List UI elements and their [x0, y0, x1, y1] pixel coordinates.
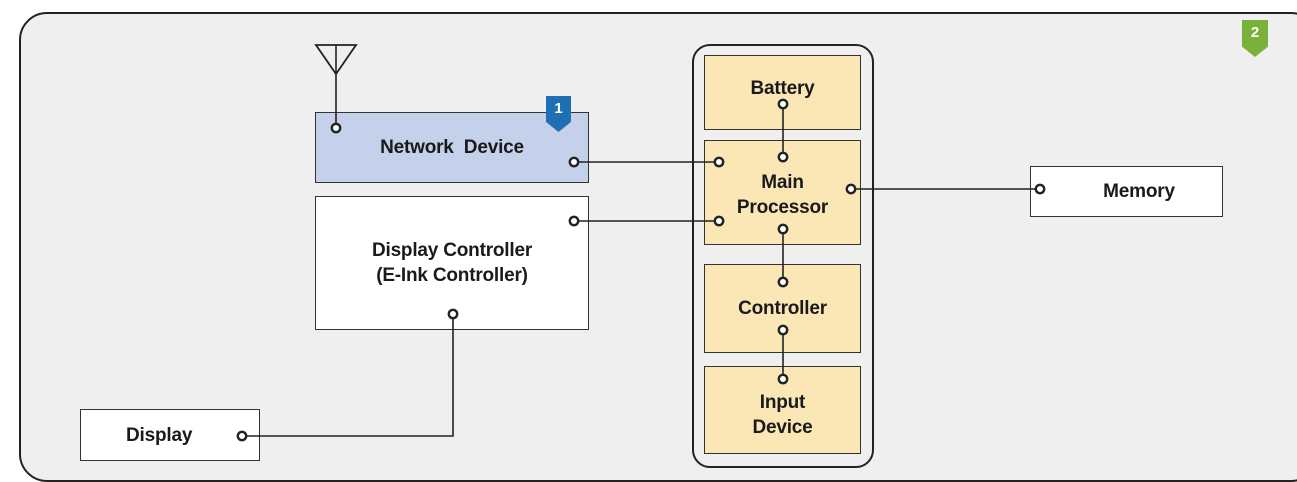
controller-label: Controller — [738, 298, 827, 319]
display-label: Display — [126, 424, 193, 446]
display-controller-box: Display Controller (E-Ink Controller) — [315, 196, 589, 330]
main-processor-label: Main Processor — [736, 172, 829, 218]
memory-label: Memory — [1103, 181, 1175, 202]
diagram-panel — [19, 12, 1297, 482]
connector-nodes — [236, 98, 1046, 442]
display-controller-label: Display Controller (E-Ink Controller) — [371, 240, 533, 286]
wire-display-controller-to-display — [243, 315, 454, 437]
display-box: Display — [80, 409, 260, 461]
battery-label: Battery — [750, 78, 815, 99]
input-device-label: Input Device — [752, 392, 813, 438]
network-device-box: Network Device — [315, 112, 589, 183]
network-device-label: Network Device — [380, 137, 524, 158]
antenna-icon — [314, 44, 358, 127]
memory-box: Memory — [1030, 166, 1223, 217]
